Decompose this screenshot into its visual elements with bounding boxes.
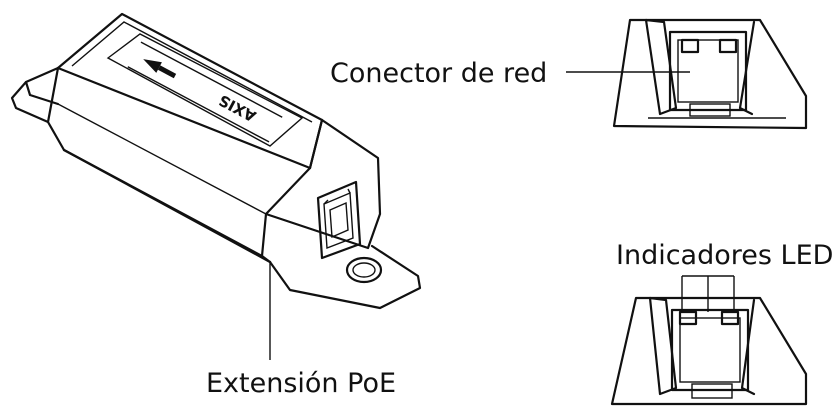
rj45-port-icon [612,18,808,130]
led-indicators-label: Indicadores LED [616,240,833,271]
poe-extension-label: Extensión PoE [206,368,396,399]
poe-extender-device-icon [10,12,422,310]
rj45-port-led-icon [610,296,808,406]
led-indicators-leaders [681,275,735,312]
network-connector-label: Conector de red [330,58,547,89]
arrow-icon [143,59,177,79]
